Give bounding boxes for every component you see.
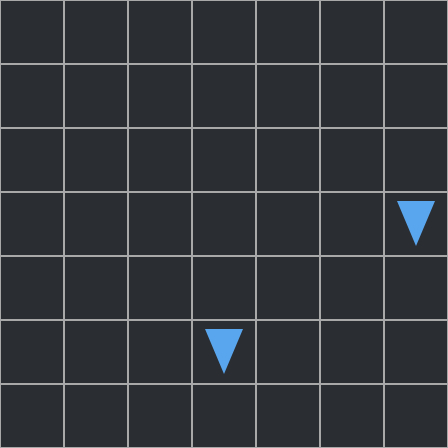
board-cell-r2-c0[interactable]: [0, 128, 64, 192]
board-cell-r5-c2[interactable]: [128, 320, 192, 384]
board-cell-r6-c4[interactable]: [256, 384, 320, 448]
board-cell-r3-c0[interactable]: [0, 192, 64, 256]
board-cell-r3-c5[interactable]: [320, 192, 384, 256]
board-cell-r5-c6[interactable]: [384, 320, 448, 384]
board-cell-r4-c3[interactable]: [192, 256, 256, 320]
board-cell-r0-c6[interactable]: [384, 0, 448, 64]
board-cell-r6-c2[interactable]: [128, 384, 192, 448]
board-cell-r4-c5[interactable]: [320, 256, 384, 320]
triangle-down-icon[interactable]: [192, 320, 256, 384]
board-cell-r2-c6[interactable]: [384, 128, 448, 192]
board-cell-r1-c3[interactable]: [192, 64, 256, 128]
board-cell-r4-c4[interactable]: [256, 256, 320, 320]
board-cell-r0-c1[interactable]: [64, 0, 128, 64]
board-cell-r0-c0[interactable]: [0, 0, 64, 64]
board-cell-r3-c1[interactable]: [64, 192, 128, 256]
board-cell-r2-c4[interactable]: [256, 128, 320, 192]
board-cell-r6-c5[interactable]: [320, 384, 384, 448]
board-cell-r6-c6[interactable]: [384, 384, 448, 448]
board-cell-r0-c4[interactable]: [256, 0, 320, 64]
board-cell-r0-c2[interactable]: [128, 0, 192, 64]
board-cell-r1-c1[interactable]: [64, 64, 128, 128]
board-cell-r3-c4[interactable]: [256, 192, 320, 256]
board-cell-r4-c6[interactable]: [384, 256, 448, 320]
board-cell-r2-c2[interactable]: [128, 128, 192, 192]
board-cell-r0-c5[interactable]: [320, 0, 384, 64]
board-cell-r6-c0[interactable]: [0, 384, 64, 448]
board-cell-r2-c5[interactable]: [320, 128, 384, 192]
board-cell-r2-c1[interactable]: [64, 128, 128, 192]
board-cell-r4-c0[interactable]: [0, 256, 64, 320]
board-cell-r1-c5[interactable]: [320, 64, 384, 128]
board-cell-r0-c3[interactable]: [192, 0, 256, 64]
board-cell-r6-c3[interactable]: [192, 384, 256, 448]
board-cell-r4-c2[interactable]: [128, 256, 192, 320]
board-cell-r1-c6[interactable]: [384, 64, 448, 128]
triangle-down-icon[interactable]: [384, 192, 448, 256]
board-cell-r2-c3[interactable]: [192, 128, 256, 192]
board-cell-r5-c4[interactable]: [256, 320, 320, 384]
board-cell-r3-c2[interactable]: [128, 192, 192, 256]
board-cell-r1-c2[interactable]: [128, 64, 192, 128]
board-cell-r1-c4[interactable]: [256, 64, 320, 128]
board-cell-r5-c1[interactable]: [64, 320, 128, 384]
board-cell-r5-c0[interactable]: [0, 320, 64, 384]
board-cell-r1-c0[interactable]: [0, 64, 64, 128]
board-cell-r4-c1[interactable]: [64, 256, 128, 320]
board-cell-r6-c1[interactable]: [64, 384, 128, 448]
board-cell-r3-c3[interactable]: [192, 192, 256, 256]
board-cell-r5-c5[interactable]: [320, 320, 384, 384]
